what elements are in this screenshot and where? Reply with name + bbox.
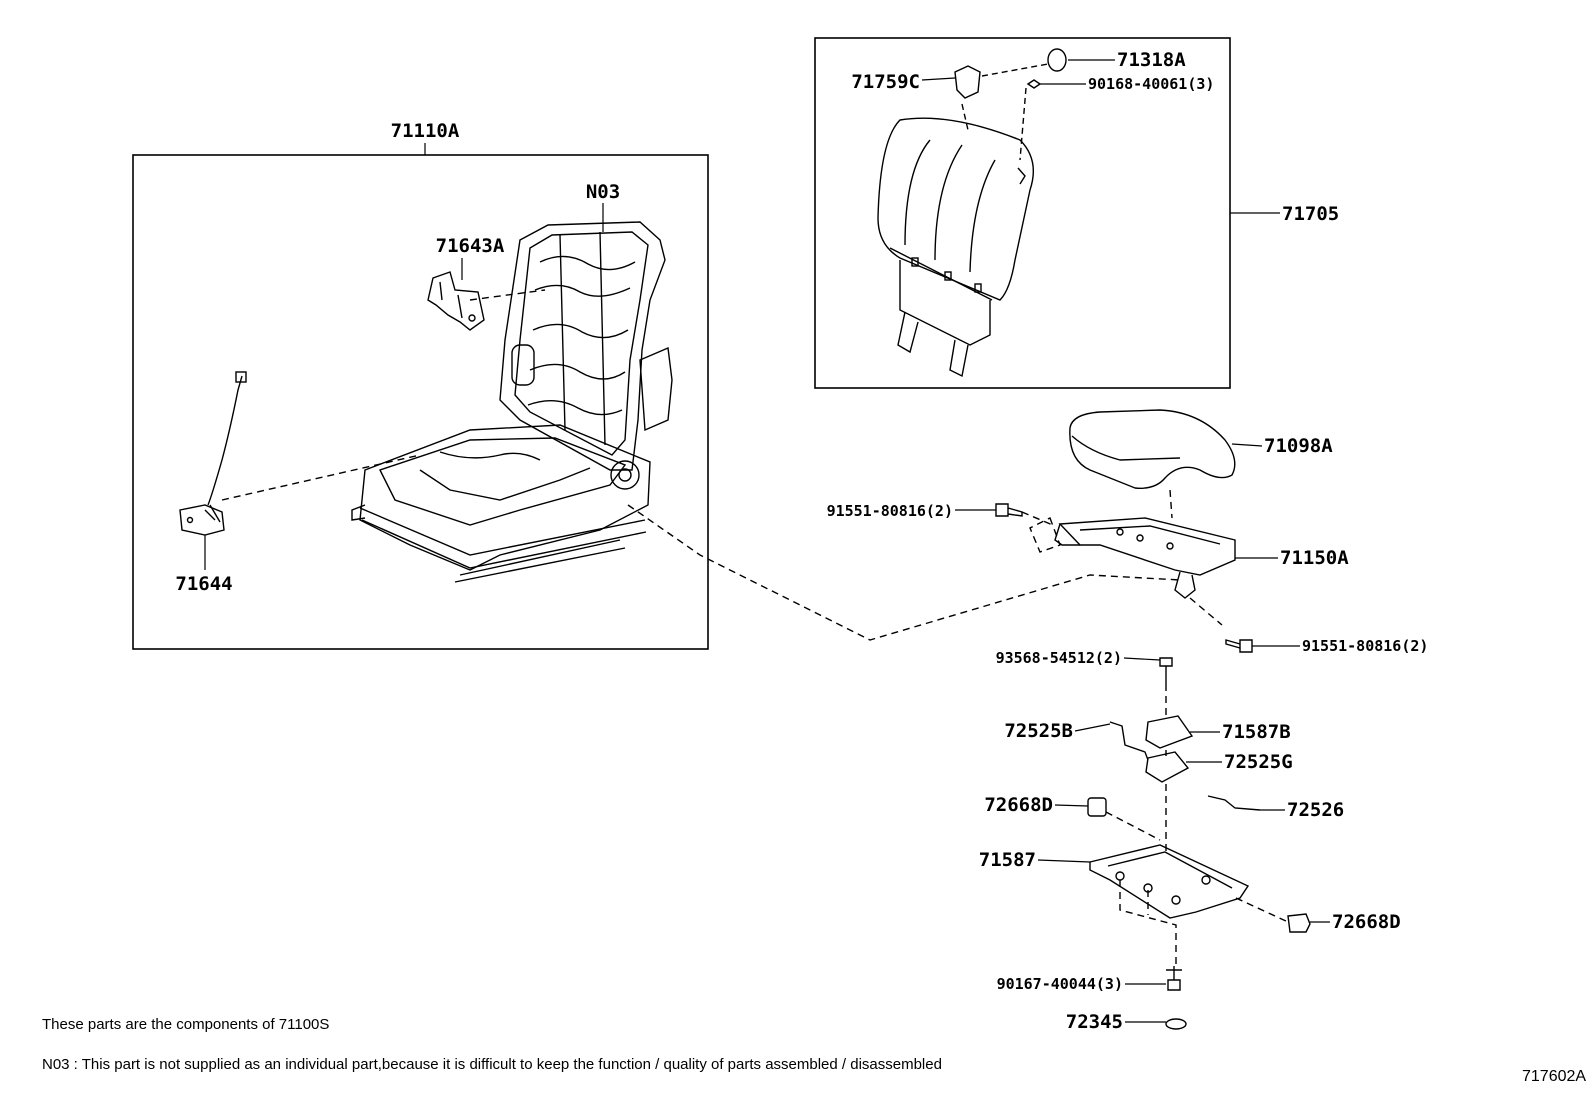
- bracket-71643A: [427, 271, 485, 331]
- assembly-box-71110A: [132, 154, 709, 650]
- label-72526: 72526: [1287, 799, 1344, 821]
- label-71098A: 71098A: [1264, 435, 1333, 457]
- n03-note: N03 : This part is not supplied as an in…: [42, 1056, 942, 1073]
- label-71643A: 71643A: [436, 235, 505, 257]
- label-71110A: 71110A: [391, 120, 460, 142]
- label-71587: 71587: [979, 849, 1036, 871]
- figure-id: 717602A: [1522, 1068, 1587, 1085]
- leader-lines: [204, 59, 1330, 1023]
- lower-parts: [1087, 657, 1311, 1030]
- label-91551-80816-left: 91551-80816(2): [827, 502, 953, 520]
- label-91551-80816-right: 91551-80816(2): [1302, 637, 1428, 655]
- bolt-91551-right: [1225, 639, 1253, 653]
- label-93568-54512: 93568-54512(2): [996, 649, 1122, 667]
- label-71759C: 71759C: [851, 71, 920, 93]
- dashed-assembly-lines: [221, 289, 1289, 966]
- callout-labels: 71110A N03 71643A 71644 71318A 71759C 90…: [175, 49, 1428, 1033]
- label-72525B: 72525B: [1004, 720, 1073, 742]
- label-N03: N03: [586, 181, 620, 203]
- seat-pan-71150A: [1054, 517, 1236, 599]
- label-72345: 72345: [1066, 1011, 1123, 1033]
- label-71318A: 71318A: [1117, 49, 1186, 71]
- label-90167-40044: 90167-40044(3): [997, 975, 1123, 993]
- label-71150A: 71150A: [1280, 547, 1349, 569]
- seat-frame: [351, 221, 673, 583]
- label-90168-40061: 90168-40061(3): [1088, 75, 1214, 93]
- label-72668D-right: 72668D: [1332, 911, 1401, 933]
- label-72525G: 72525G: [1224, 751, 1293, 773]
- label-71587B: 71587B: [1222, 721, 1291, 743]
- components-note: These parts are the components of 71100S: [42, 1016, 330, 1033]
- bolt-91551-left: [995, 503, 1023, 517]
- label-71705: 71705: [1282, 203, 1339, 225]
- cushion-pad-71098A: [1069, 409, 1236, 489]
- seatback-cover: [877, 48, 1067, 378]
- label-72668D-left: 72668D: [984, 794, 1053, 816]
- label-71644: 71644: [175, 573, 232, 595]
- dashed-leaders-top: [961, 63, 1049, 161]
- harness-71644: [179, 371, 247, 536]
